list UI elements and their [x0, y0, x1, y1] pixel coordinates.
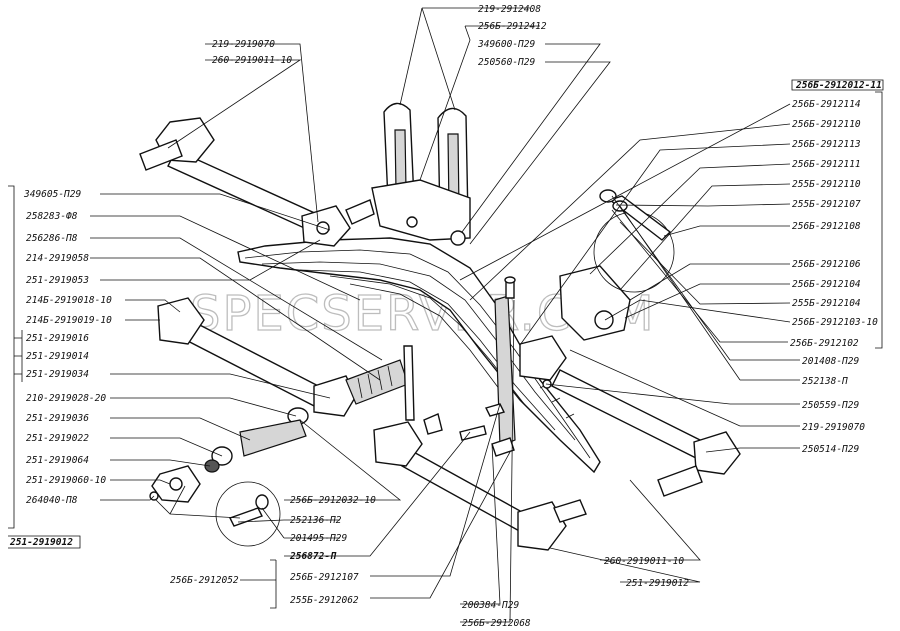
label-r-11: 256Б-2912103-10: [792, 317, 878, 328]
label-b-1: 256Б-2912052: [170, 575, 239, 586]
upper-left-reaction-rod: [139, 117, 375, 247]
label-l-5: 251-2919053: [26, 275, 89, 286]
label-l-15: 251-2919060-10: [26, 475, 106, 486]
small-fasteners: [215, 276, 516, 547]
label-l-1: 349605-П29: [23, 189, 81, 200]
label-r-4: 256Б-2912111: [792, 159, 861, 170]
label-r-6: 255Б-2912107: [792, 199, 861, 210]
label-l-9: 251-2919014: [26, 351, 89, 362]
label-top-1: 219-2912408: [478, 4, 541, 15]
label-c-2: 252136-П2: [290, 515, 342, 526]
part-number-labels: 219-2912408 256Б-2912412 349600-П29 2505…: [9, 4, 882, 629]
label-b-4: 200384-П29: [462, 600, 519, 611]
label-l-12: 251-2919036: [26, 413, 89, 424]
label-b-2: 256Б-2912107: [290, 572, 359, 583]
label-l-8: 251-2919016: [26, 333, 89, 344]
label-top-2: 256Б-2912412: [478, 21, 547, 32]
label-r-8: 256Б-2912106: [792, 259, 861, 270]
label-rl-5: 250514-П29: [802, 444, 859, 455]
label-top-3: 349600-П29: [477, 39, 535, 50]
label-l-4: 214-2919058: [26, 253, 89, 264]
label-c-3: 201495-П29: [290, 533, 347, 544]
label-l-2: 258283-Ф8: [26, 211, 78, 222]
label-br-2: 251-2919012: [626, 578, 689, 589]
bottom-center-reaction-rod: [373, 413, 587, 551]
label-r-5: 255Б-2912110: [792, 179, 861, 190]
label-rl-2: 252138-П: [802, 376, 848, 387]
label-right-header: 256Б-2912012-11: [795, 80, 882, 91]
label-r-3: 256Б-2912113: [792, 139, 861, 150]
leader-lines: [8, 7, 884, 623]
lower-left-reaction-rod: [149, 297, 415, 503]
right-spring-bracket: [559, 189, 675, 341]
right-reaction-rod: [519, 335, 741, 497]
label-l-11: 210-2919028-20: [26, 393, 106, 404]
label-l-3: 256286-П8: [26, 233, 78, 244]
label-l-14: 251-2919064: [26, 455, 89, 466]
label-l-bottom: 251-2919012: [9, 537, 73, 548]
label-top-4: 250560-П29: [478, 57, 535, 68]
label-c-4: 256872-П: [289, 551, 337, 562]
label-br-1: 260-2919011-10: [604, 556, 684, 567]
label-r-12: 256Б-2912102: [790, 338, 859, 349]
label-l-16: 264040-П8: [26, 495, 78, 506]
label-r-10: 255Б-2912104: [792, 298, 861, 309]
label-l-10: 251-2919034: [26, 369, 89, 380]
label-tl-2: 260-2919011-10: [212, 55, 292, 66]
label-l-13: 251-2919022: [26, 433, 89, 444]
label-tl-1: 219-2919070: [212, 39, 275, 50]
label-r-9: 256Б-2912104: [792, 279, 861, 290]
label-l-7: 214Б-2919019-10: [26, 315, 112, 326]
label-rl-3: 250559-П29: [802, 400, 859, 411]
label-l-6: 214Б-2919018-10: [26, 295, 112, 306]
label-rl-4: 219-2919070: [802, 422, 865, 433]
label-r-7: 256Б-2912108: [792, 221, 861, 232]
label-b-5: 256Б-2912068: [462, 618, 531, 629]
u-bolt-stirrups: [371, 102, 471, 246]
label-r-1: 256Б-2912114: [792, 99, 861, 110]
parts-drawing: [139, 102, 741, 551]
label-rl-1: 201408-П29: [802, 356, 859, 367]
label-b-3: 255Б-2912062: [290, 595, 359, 606]
label-c-1: 256Б-2912032-10: [290, 495, 376, 506]
label-r-2: 256Б-2912110: [792, 119, 861, 130]
